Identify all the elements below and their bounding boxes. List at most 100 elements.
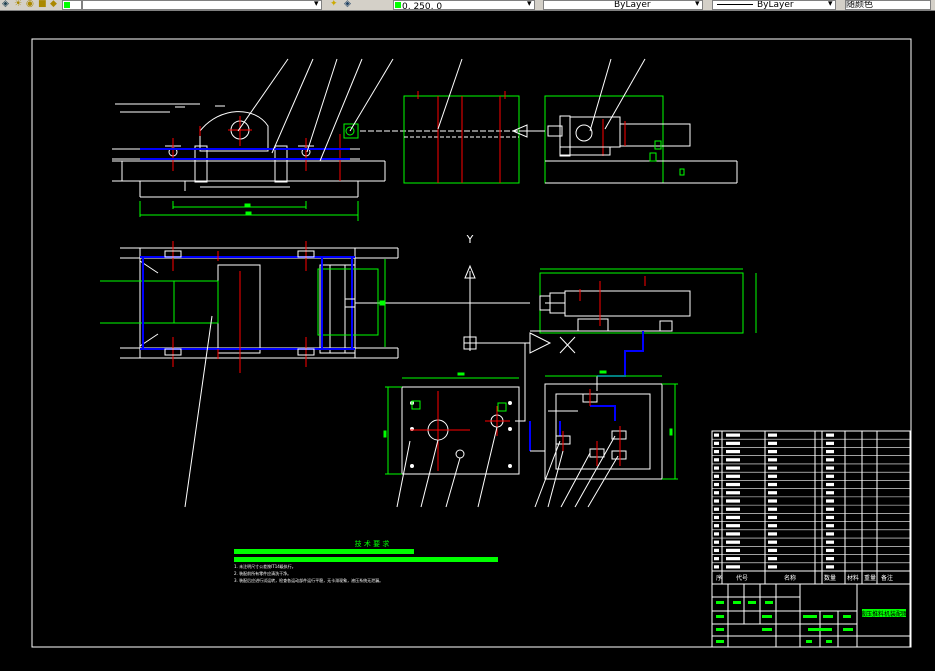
parts-list-table bbox=[711, 430, 911, 585]
plotstyle-dropdown[interactable]: 随颜色 bbox=[845, 0, 931, 10]
bom-cell-glyph bbox=[726, 491, 740, 495]
chevron-down-icon[interactable]: ▾ bbox=[828, 0, 833, 9]
header-no: 序 bbox=[716, 574, 722, 582]
tech-note-1: 1. 未注明尺寸公差按IT14级执行。 bbox=[234, 563, 296, 569]
bom-cell-glyph bbox=[826, 548, 834, 553]
layer-state-icon[interactable]: ☀ bbox=[14, 0, 23, 8]
technical-requirements: 技 术 要 求 1. 未注明尺寸公差按IT14级执行。 2. 装配前所有零件应清… bbox=[234, 539, 498, 583]
chevron-down-icon[interactable]: ▾ bbox=[695, 0, 700, 9]
bom-cell-glyph bbox=[726, 449, 740, 454]
bom-cell-glyph bbox=[726, 515, 740, 520]
lineweight-dropdown[interactable]: ByLayer bbox=[712, 0, 836, 10]
bom-cell-glyph bbox=[714, 557, 719, 561]
bom-cell-glyph bbox=[768, 474, 777, 478]
bom-cell-glyph bbox=[768, 466, 777, 470]
bom-cell-glyph bbox=[826, 565, 834, 569]
lineweight-value: ByLayer bbox=[757, 0, 794, 10]
bom-cell-glyph bbox=[768, 482, 777, 487]
bom-cell-glyph bbox=[768, 532, 777, 536]
bom-cell-glyph bbox=[726, 507, 740, 511]
drawing-title: 液压推料机装配图 bbox=[860, 610, 908, 618]
bom-cell-glyph bbox=[826, 474, 834, 478]
bom-cell-glyph bbox=[726, 557, 740, 561]
bom-cell-glyph bbox=[726, 532, 740, 536]
bom-cell-glyph bbox=[726, 565, 740, 569]
layer-previous-icon[interactable]: ◈ bbox=[344, 0, 351, 8]
bom-cell-glyph bbox=[826, 507, 834, 511]
elevation-blue-lines bbox=[140, 148, 350, 160]
plan-blue-structure bbox=[140, 256, 355, 350]
bom-cell-glyph bbox=[826, 466, 834, 470]
bom-cell-glyph bbox=[826, 441, 834, 445]
bom-cell-glyph bbox=[826, 499, 834, 503]
bom-cell-glyph bbox=[714, 499, 719, 503]
bom-cell-glyph bbox=[826, 491, 834, 495]
bom-cell-glyph bbox=[768, 449, 777, 454]
cad-drawing-canvas[interactable]: Y bbox=[0, 11, 935, 667]
bom-cell-glyph bbox=[714, 565, 719, 569]
linetype-dropdown[interactable]: ByLayer bbox=[543, 0, 703, 10]
layer-plot-icon[interactable]: ◆ bbox=[50, 0, 57, 8]
bom-cell-glyph bbox=[714, 482, 719, 487]
parts-list-header: 序 代号 名称 数量 材料 重量 备注 bbox=[712, 570, 910, 582]
bom-cell-glyph bbox=[826, 557, 834, 561]
bom-cell-glyph bbox=[714, 433, 719, 437]
chevron-down-icon[interactable]: ▾ bbox=[314, 0, 319, 9]
tech-requirements-title: 技 术 要 求 bbox=[355, 539, 390, 548]
title-block bbox=[711, 583, 911, 648]
bom-cell-glyph bbox=[714, 507, 719, 511]
bom-cell-glyph bbox=[826, 449, 834, 454]
header-weight: 重量 bbox=[864, 574, 876, 582]
color-dropdown[interactable]: 0, 250, 0 bbox=[393, 0, 535, 10]
bom-cell-glyph bbox=[726, 466, 740, 470]
bom-cell-glyph bbox=[826, 524, 834, 528]
bom-cell-glyph bbox=[714, 532, 719, 536]
bom-cell-glyph bbox=[826, 458, 834, 462]
bom-cell-glyph bbox=[768, 491, 777, 495]
cylinder-plan-red bbox=[579, 276, 646, 326]
header-name: 名称 bbox=[784, 574, 796, 582]
bom-cell-glyph bbox=[768, 524, 777, 528]
plan-bolt-heads bbox=[164, 250, 356, 356]
tech-subtitle-bar bbox=[234, 557, 498, 562]
plotstyle-value: 随颜色 bbox=[846, 0, 874, 10]
valve-block-red bbox=[562, 389, 621, 466]
bom-cell-glyph bbox=[768, 458, 777, 462]
elevation-red-centerlines bbox=[172, 116, 341, 181]
bom-cell-glyph bbox=[726, 458, 740, 462]
bom-cell-glyph bbox=[768, 540, 777, 544]
bom-cell-glyph bbox=[768, 548, 777, 553]
bom-cell-glyph bbox=[726, 433, 740, 437]
bom-cell-glyph bbox=[714, 449, 719, 454]
layer-color-swatch[interactable] bbox=[62, 0, 82, 10]
bom-cell-glyph bbox=[726, 548, 740, 553]
bom-cell-glyph bbox=[768, 565, 777, 569]
bom-cell-glyph bbox=[768, 557, 777, 561]
bom-cell-glyph bbox=[826, 532, 834, 536]
layer-freeze-icon[interactable]: ■ bbox=[38, 0, 47, 8]
tech-note-2: 2. 装配前所有零件应清洗干净。 bbox=[234, 570, 291, 576]
coords-display: 0, 250, 0 bbox=[402, 2, 443, 10]
bom-cell-glyph bbox=[726, 441, 740, 445]
bom-cell-glyph bbox=[714, 515, 719, 520]
chevron-down-icon[interactable]: ▾ bbox=[527, 0, 532, 9]
tech-title-bar bbox=[234, 549, 414, 554]
layer-dropdown[interactable] bbox=[82, 0, 322, 10]
bom-cell-glyph bbox=[714, 466, 719, 470]
bom-cell-glyph bbox=[768, 441, 777, 445]
bom-cell-glyph bbox=[714, 458, 719, 462]
bom-cell-glyph bbox=[726, 524, 740, 528]
layer-manager-icon[interactable]: ◈ bbox=[2, 0, 9, 8]
cylinder-plan-view bbox=[529, 268, 757, 354]
drawing-area[interactable]: Y bbox=[0, 11, 935, 667]
bom-cell-glyph bbox=[826, 540, 834, 544]
toolbar: ◈ ☀ ◉ ■ ◆ 0 ▾ ✦ ◈ 0, 250, 0 ▾ ByLayer ▾ … bbox=[0, 0, 935, 11]
parts-list-rows bbox=[712, 430, 910, 572]
base-plate-red bbox=[410, 391, 510, 471]
bom-cell-glyph bbox=[768, 507, 777, 511]
drawing-title-plate bbox=[862, 609, 906, 617]
top-leader-lines bbox=[237, 58, 646, 162]
make-current-layer-icon[interactable]: ✦ bbox=[330, 0, 338, 8]
bom-cell-glyph bbox=[714, 441, 719, 445]
layer-lock-icon[interactable]: ◉ bbox=[26, 0, 34, 8]
